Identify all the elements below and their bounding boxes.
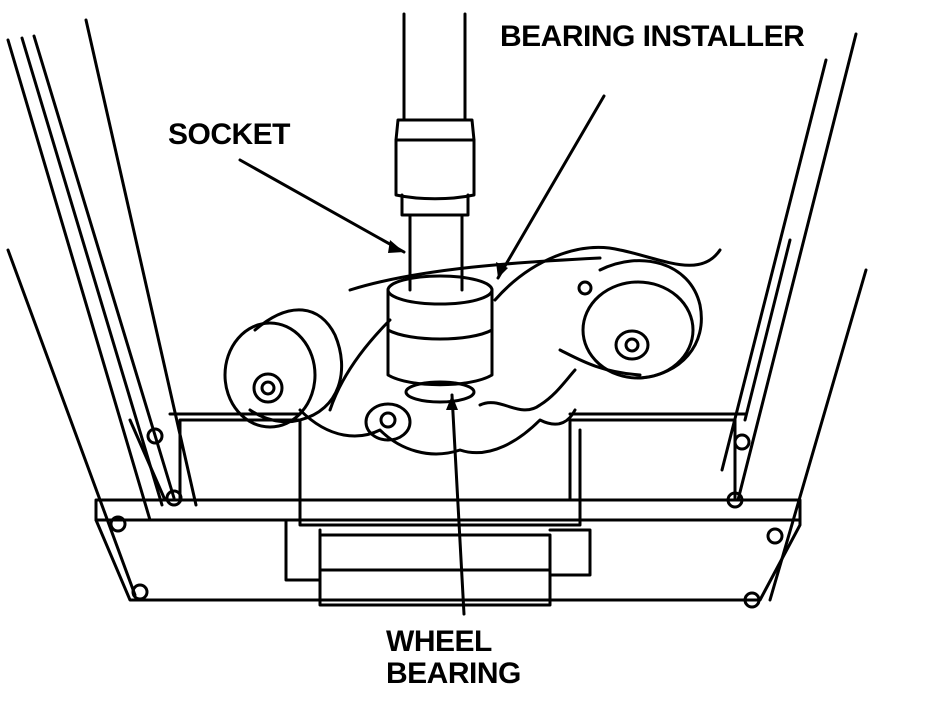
wheel-bearing	[406, 382, 474, 402]
leader-socket	[240, 160, 404, 252]
leader-arrowheads	[388, 240, 508, 410]
leader-wheel-bearing	[452, 395, 464, 614]
leader-lines	[240, 96, 604, 614]
label-socket: SOCKET	[168, 118, 291, 151]
label-wheel-bearing-line2: BEARING	[386, 657, 521, 690]
arrowhead-socket	[388, 240, 404, 253]
arrowhead-wheel-bearing	[446, 395, 458, 410]
label-wheel-bearing-line1: WHEEL	[386, 625, 492, 658]
arrowhead-bearing-installer	[496, 262, 508, 278]
left-bushing	[225, 310, 342, 427]
label-wheel-bearing: WHEEL BEARING	[386, 626, 521, 690]
left-press-frame	[8, 20, 196, 595]
label-bearing-installer: BEARING INSTALLER	[500, 20, 805, 53]
support-blocks	[148, 414, 749, 507]
knuckle-bolt	[366, 404, 410, 440]
press-ram	[396, 14, 474, 290]
right-press-frame	[722, 34, 866, 600]
press-base-plate	[96, 500, 800, 607]
bearing-installer-tool	[388, 276, 492, 385]
press-fixture	[286, 430, 590, 605]
steering-knuckle	[300, 247, 720, 453]
leader-bearing-installer	[498, 96, 604, 278]
right-bushing	[583, 261, 701, 378]
